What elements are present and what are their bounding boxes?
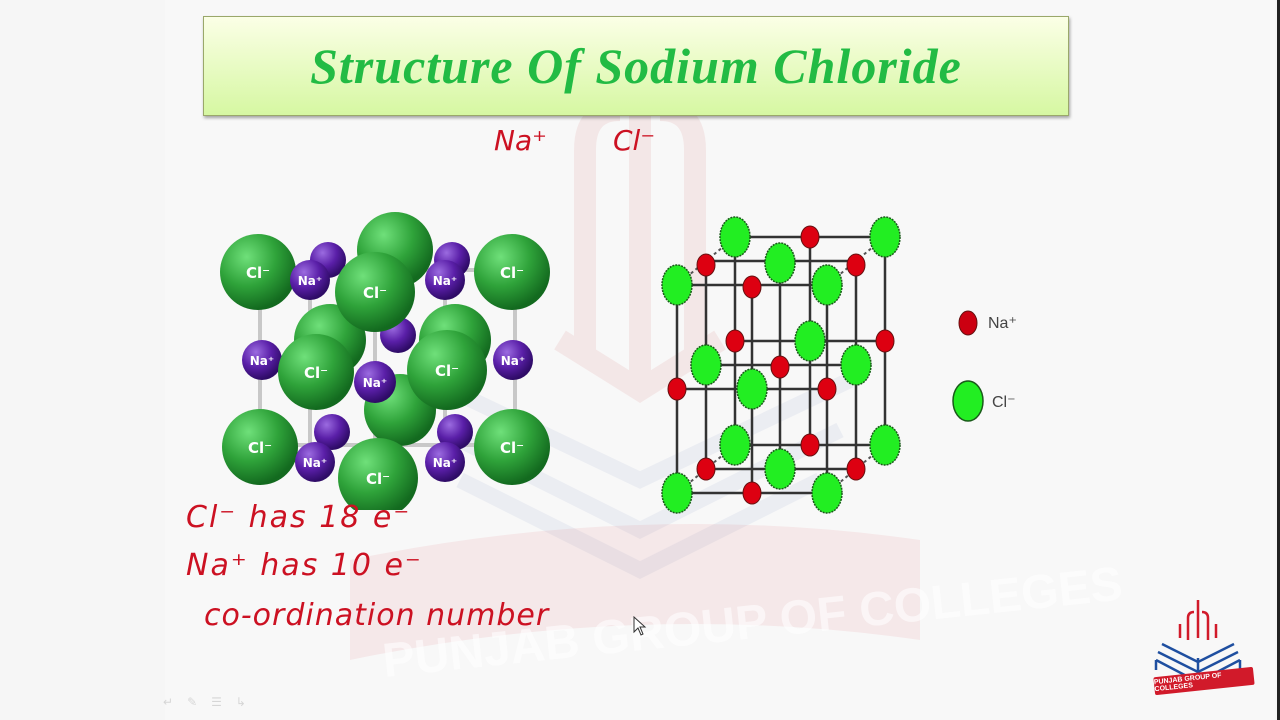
svg-text:Na⁺: Na⁺ [298,274,322,288]
svg-text:Cl⁻: Cl⁻ [248,439,272,457]
svg-text:Na⁺: Na⁺ [501,354,525,368]
note-na-electrons: Na⁺ has 10 e⁻ [186,548,423,583]
svg-text:Cl⁻: Cl⁻ [366,470,390,488]
svg-text:Cl⁻: Cl⁻ [500,264,524,282]
cl-legend-marker [952,380,984,422]
window-edge [1277,0,1280,720]
legend-cl-label: Cl⁻ [992,394,1016,411]
svg-text:Na⁺: Na⁺ [433,456,457,470]
svg-text:Cl⁻: Cl⁻ [304,364,328,382]
handwritten-na-ion: Na⁺ [494,124,547,157]
handwritten-cl-ion: Cl⁻ [613,124,656,157]
svg-text:Na⁺: Na⁺ [363,376,387,390]
legend-na-label: Na⁺ [988,315,1017,332]
back-arrow-icon[interactable]: ↵ [163,695,174,709]
menu-icon[interactable]: ☰ [211,695,222,709]
na-legend-marker [958,310,978,336]
slideshow-toolbar: ↵ ✎ ☰ ↳ [163,695,246,709]
nacl-ball-model: Cl⁻ Cl⁻ Cl⁻ Cl⁻ Cl⁻ Cl⁻ Cl⁻ Cl⁻ Na⁺ Na⁺ … [220,212,550,510]
forward-arrow-icon[interactable]: ↳ [235,695,246,709]
slide-title: Structure Of Sodium Chloride [310,38,962,94]
svg-text:Na⁺: Na⁺ [250,354,274,368]
note-cl-electrons: Cl⁻ has 18 e⁻ [186,500,412,535]
pen-icon[interactable]: ✎ [187,695,198,709]
note-coordination-number: co-ordination number [204,598,550,633]
svg-text:Cl⁻: Cl⁻ [500,439,524,457]
legend-markers [952,310,984,422]
svg-text:Na⁺: Na⁺ [303,456,327,470]
svg-text:Cl⁻: Cl⁻ [246,264,270,282]
mouse-cursor-icon [633,616,647,636]
svg-text:Cl⁻: Cl⁻ [363,284,387,302]
svg-text:Cl⁻: Cl⁻ [435,362,459,380]
title-banner: Structure Of Sodium Chloride [203,16,1069,116]
nacl-lattice-diagram [661,216,901,514]
svg-text:Na⁺: Na⁺ [433,274,457,288]
